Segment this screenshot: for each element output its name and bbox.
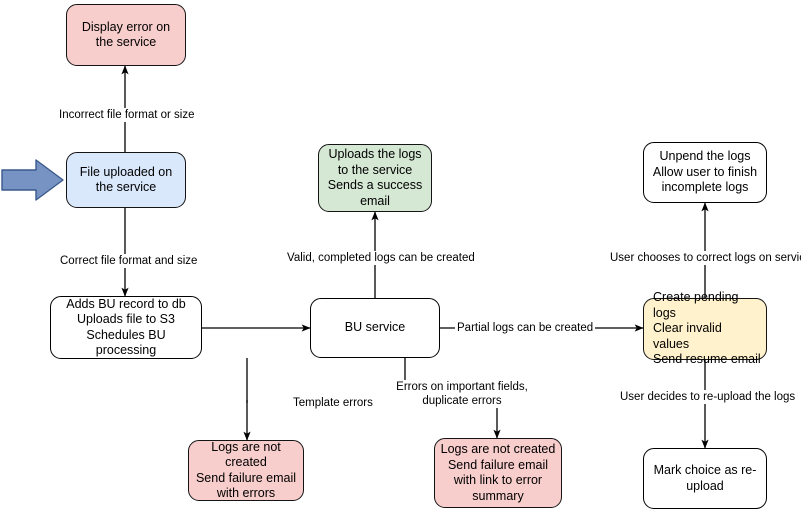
edge-label-important-field-errors: Errors on important fields, duplicate er… bbox=[392, 380, 532, 408]
node-file-uploaded[interactable]: File uploaded on the service bbox=[66, 152, 186, 208]
external-input-arrow-shape bbox=[1, 159, 64, 201]
node-label: File uploaded on the service bbox=[79, 164, 173, 195]
node-display-error[interactable]: Display error on the service bbox=[66, 4, 186, 66]
edge-label-template-errors: Template errors bbox=[291, 396, 375, 410]
edge-label-partial-logs: Partial logs can be created bbox=[455, 321, 596, 335]
node-label: Display error on the service bbox=[81, 19, 171, 50]
edge-label-correct-format: Correct file format and size bbox=[58, 254, 200, 268]
edge-label-user-reuploads: User decides to re-upload the logs bbox=[618, 390, 798, 404]
node-mark-choice[interactable]: Mark choice as re-upload bbox=[643, 448, 767, 509]
node-label: Mark choice as re-upload bbox=[653, 463, 757, 493]
edge-label-user-corrects: User chooses to correct logs on service bbox=[608, 251, 801, 265]
node-bu-service[interactable]: BU service bbox=[310, 298, 440, 358]
edge-label-incorrect-format: Incorrect file format or size bbox=[57, 108, 197, 122]
edge-label-valid-logs: Valid, completed logs can be created bbox=[285, 251, 477, 265]
node-label: BU service bbox=[344, 320, 406, 335]
